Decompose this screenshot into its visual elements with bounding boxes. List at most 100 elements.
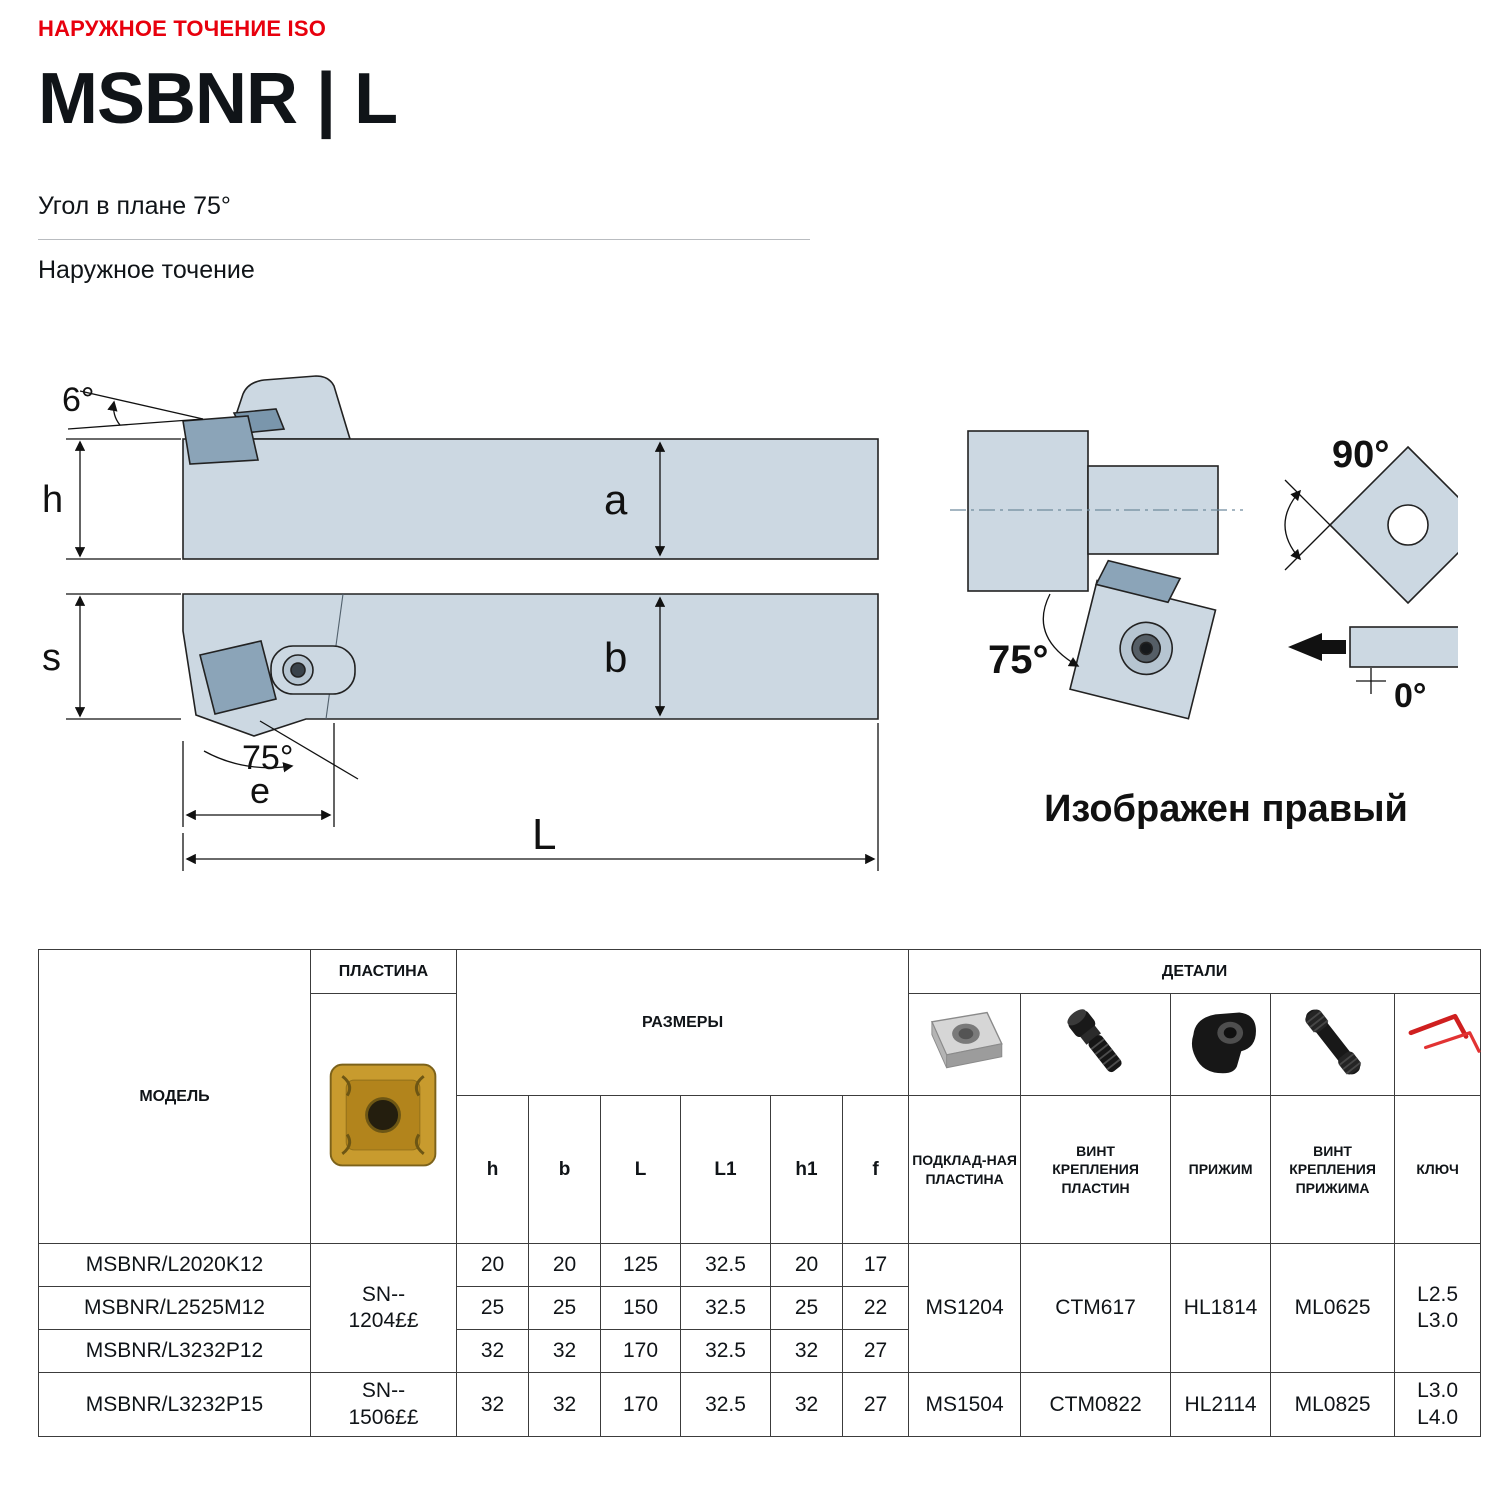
dim-L1-cell: 32.5 [680, 1372, 771, 1437]
insert-code-line2: 1506££ [348, 1405, 419, 1429]
label-insert-angle: 90° [1332, 434, 1389, 476]
label-s: s [42, 637, 61, 679]
table-row: MSBNR/L2020K12 SN-- 1204££ 20 20 125 32.… [38, 1243, 1482, 1373]
clamp-code-cell: HL2114 [1170, 1372, 1272, 1437]
side-view-shank [182, 438, 879, 560]
header-insert-screw: ВИНТ КРЕПЛЕНИЯ ПЛАСТИН [1020, 1095, 1172, 1244]
dim-b-cell: 32 [528, 1372, 601, 1437]
header-model: МОДЕЛЬ [38, 949, 311, 1244]
end-view-shank [967, 430, 1089, 592]
header-insert: ПЛАСТИНА [310, 949, 457, 994]
toolholder-views [182, 375, 1458, 737]
header-clamp-screw-label: ВИНТ КРЕПЛЕНИЯ ПРИЖИМА [1289, 1143, 1376, 1196]
wrench-size-1: L2.5 [1417, 1282, 1459, 1306]
dim-h-cell: 20 [456, 1243, 529, 1287]
insert-code-cell: SN-- 1204££ [310, 1243, 457, 1373]
wrench-code-cell: L3.0 L4.0 [1394, 1372, 1482, 1437]
dim-f-cell: 17 [841, 1243, 910, 1287]
end-view-tilted-head [1069, 559, 1217, 720]
insert-screw-icon [1066, 1009, 1122, 1073]
insert-screw-code-cell: CTM617 [1020, 1243, 1172, 1373]
wrench-icon [1408, 1013, 1481, 1053]
plan-view-shank [182, 593, 879, 737]
header-shim: ПОДКЛАД-НАЯ ПЛАСТИНА [908, 1095, 1022, 1244]
dim-h1-cell: 20 [770, 1243, 843, 1287]
label-e: e [250, 770, 270, 811]
header-clamp-label: ПРИЖИМ [1188, 1161, 1253, 1178]
insert-photo-icon [329, 1063, 436, 1167]
dim-h-cell: 32 [456, 1372, 529, 1437]
clamp-icon [1191, 1012, 1256, 1074]
dim-b-cell: 25 [528, 1286, 601, 1330]
insert-code-cell: SN-- 1506££ [310, 1372, 457, 1437]
plan-view-insert [199, 640, 277, 715]
shim-image-cell [908, 993, 1022, 1096]
clamp-code-cell: HL1814 [1170, 1243, 1272, 1373]
page-title: MSBNR | L [38, 59, 398, 139]
dim-L1-cell: 32.5 [680, 1243, 771, 1287]
insert-code-line1: SN-- [361, 1379, 406, 1403]
dim-L1-cell: 32.5 [680, 1286, 771, 1330]
divider [38, 239, 810, 240]
dim-L1-cell: 32.5 [680, 1329, 771, 1373]
dim-h-cell: 25 [456, 1286, 529, 1330]
wrench-image-cell [1394, 993, 1482, 1096]
shim-code-cell: MS1204 [908, 1243, 1022, 1373]
label-L: L [532, 810, 556, 859]
dim-h1-cell: 32 [770, 1329, 843, 1373]
clamp-screw-code-cell: ML0825 [1270, 1372, 1396, 1437]
header-dim-L: L [600, 1095, 681, 1244]
dim-L-cell: 125 [600, 1243, 681, 1287]
page-category: НАРУЖНОЕ ТОЧЕНИЕ ISO [38, 16, 327, 41]
model-cell: MSBNR/L2525M12 [38, 1286, 311, 1330]
dim-L-cell: 170 [600, 1329, 681, 1373]
label-lead-angle-plan: 75° [242, 739, 293, 777]
insert-center-hole [1387, 504, 1429, 546]
header-wrench: КЛЮЧ [1394, 1095, 1482, 1244]
header-dimensions: РАЗМЕРЫ [455, 949, 910, 1096]
pointer-arrow-icon [1288, 633, 1346, 661]
clamp-screw-icon [1304, 1009, 1361, 1075]
dimension-lines [66, 390, 1386, 871]
dim-h1-cell: 32 [770, 1372, 843, 1437]
wrench-code-cell: L2.5 L3.0 [1394, 1243, 1482, 1373]
catalog-page: НАРУЖНОЕ ТОЧЕНИЕ ISO MSBNR | L Угол в пл… [38, 16, 1482, 1437]
header-details: ДЕТАЛИ [908, 949, 1482, 994]
header-dim-f: f [841, 1095, 910, 1244]
insert-side-view [1349, 626, 1458, 668]
label-a: a [604, 476, 628, 523]
table-row: MSBNR/L3232P12 32 32 170 32.5 32 27 [38, 1329, 1481, 1373]
spec-table: МОДЕЛЬ ПЛАСТИНА РАЗМЕРЫ ДЕТАЛИ [38, 949, 1482, 1437]
label-b: b [604, 634, 627, 681]
header-dim-h1: h1 [770, 1095, 843, 1244]
dim-f-cell: 22 [841, 1286, 910, 1330]
header-wrench-label: КЛЮЧ [1416, 1161, 1459, 1178]
model-cell: MSBNR/L2020K12 [38, 1243, 311, 1287]
dim-b-cell: 32 [528, 1329, 601, 1373]
header-clamp: ПРИЖИМ [1170, 1095, 1272, 1244]
spec-table-wrap: МОДЕЛЬ ПЛАСТИНА РАЗМЕРЫ ДЕТАЛИ [38, 949, 1482, 1437]
wrench-size-2: L3.0 [1417, 1309, 1459, 1332]
label-clearance-angle: 0° [1394, 677, 1427, 715]
tilted-head-screw-hole [1139, 641, 1153, 656]
model-cell: MSBNR/L3232P15 [38, 1372, 311, 1437]
insert-code-line2: 1204££ [348, 1309, 419, 1332]
plan-angle-subtitle: Угол в плане 75° [38, 192, 231, 220]
section-title: Наружное точение [38, 256, 255, 284]
dim-f-cell: 27 [841, 1372, 910, 1437]
dim-h1-cell: 25 [770, 1286, 843, 1330]
header-shim-label: ПОДКЛАД-НАЯ ПЛАСТИНА [912, 1152, 1017, 1187]
header-dim-h: h [456, 1095, 529, 1244]
table-row: MSBNR/L3232P15 SN-- 1506££ 32 32 170 32.… [38, 1372, 1482, 1437]
dim-L-cell: 170 [600, 1372, 681, 1437]
tilted-head-insert [1094, 559, 1182, 604]
insert-code-line1: SN-- [361, 1282, 406, 1306]
dim-b-cell: 20 [528, 1243, 601, 1287]
wrench-size-1: L3.0 [1417, 1379, 1459, 1403]
insert-image-cell [310, 993, 457, 1244]
technical-drawing: 6° h a s b 75° e L 75° 90° 0° Изображен … [42, 375, 1458, 871]
clamp-image-cell [1170, 993, 1272, 1096]
shim-code-cell: MS1504 [908, 1372, 1022, 1437]
wrench-size-2: L4.0 [1417, 1405, 1459, 1429]
shim-icon [930, 1011, 1003, 1069]
